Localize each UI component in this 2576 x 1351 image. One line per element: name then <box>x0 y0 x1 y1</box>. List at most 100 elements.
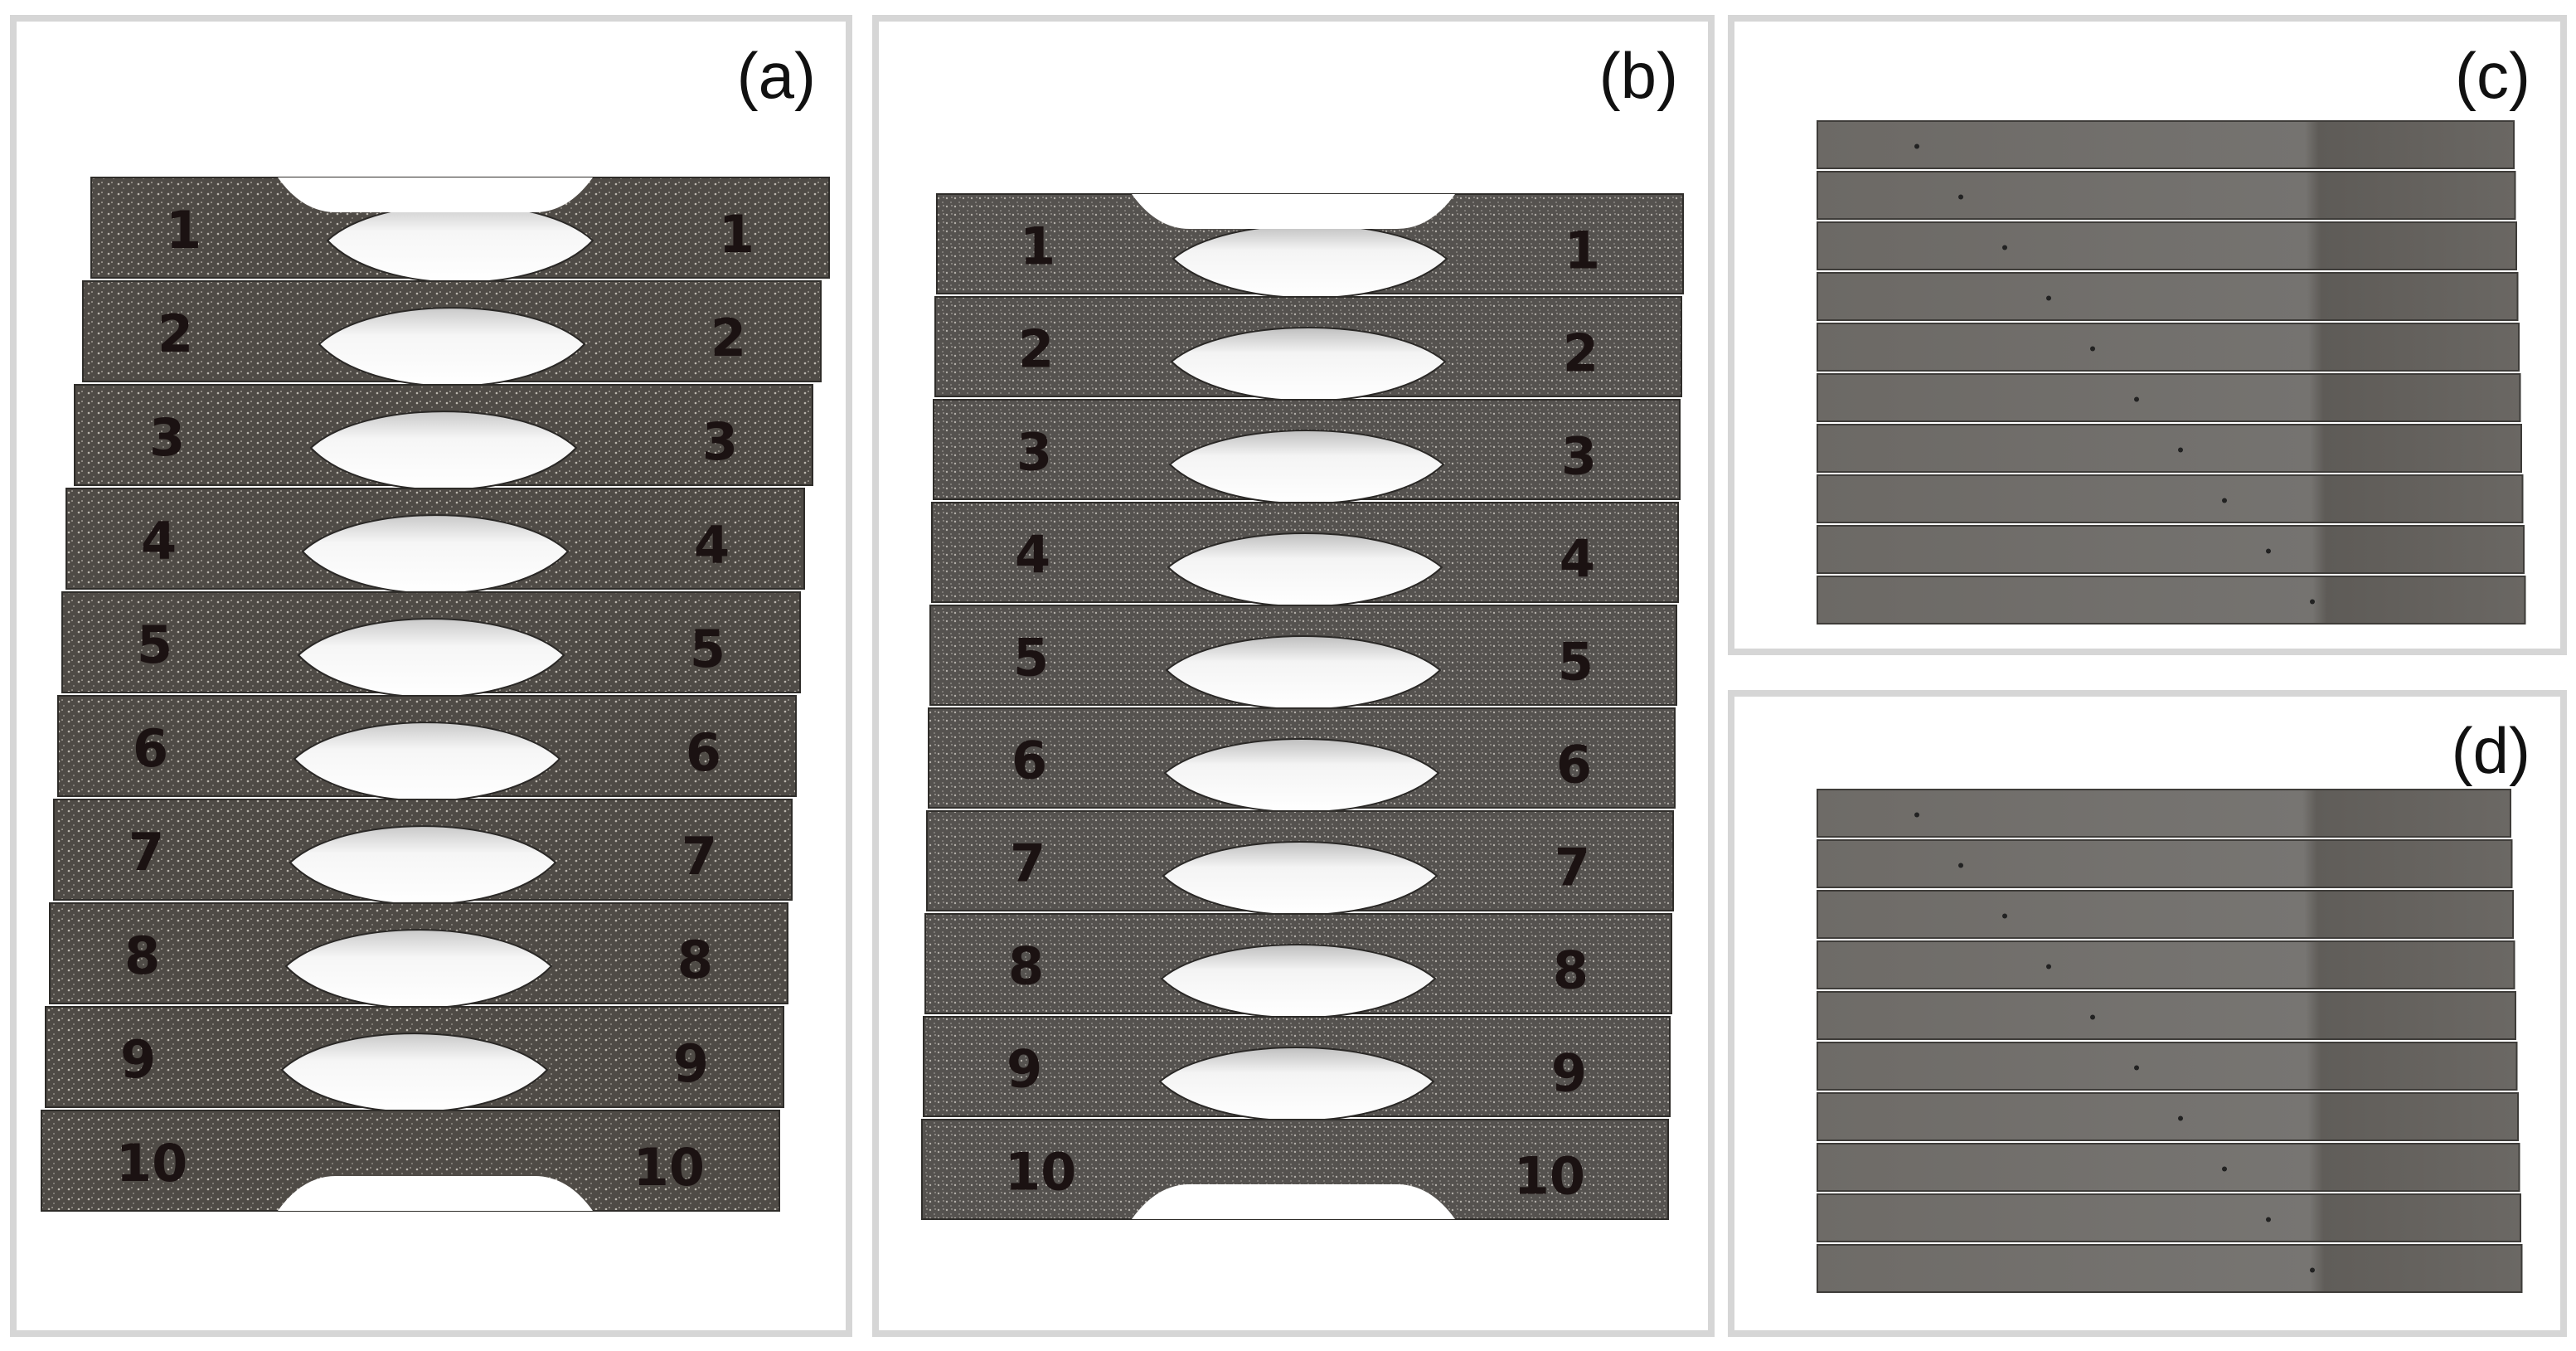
gauge-opening <box>1160 944 1437 1019</box>
specimen-number-left: 8 <box>124 926 160 986</box>
pore-dot <box>2046 295 2051 301</box>
specimen-number-left: 6 <box>133 718 168 779</box>
specimen-number-right: 7 <box>682 826 717 887</box>
specimen-number-left: 3 <box>1016 421 1052 482</box>
specimen-number-right: 6 <box>1556 734 1592 795</box>
bar-4 <box>1817 272 2519 321</box>
gauge-opening <box>309 411 578 491</box>
pore-dot <box>2090 1014 2095 1020</box>
pore-dot <box>2134 396 2139 402</box>
specimen-number-right: 1 <box>719 204 754 265</box>
gauge-opening <box>297 618 565 698</box>
panel-c: (c) <box>1728 15 2567 655</box>
gauge-opening <box>1163 738 1440 814</box>
pore-dot <box>2090 346 2095 352</box>
pore-dot <box>2222 498 2227 503</box>
pore-dot <box>2002 245 2007 250</box>
bar-6 <box>1817 373 2521 422</box>
bar-8 <box>1817 1143 2520 1192</box>
gauge-opening <box>1170 327 1447 402</box>
specimen-number-right: 9 <box>673 1033 709 1094</box>
gauge-opening <box>1172 224 1448 299</box>
bar-4 <box>1817 940 2515 989</box>
specimen-number-right: 2 <box>1563 323 1598 383</box>
bar-5 <box>1817 323 2520 372</box>
specimen-number-right: 4 <box>694 515 730 576</box>
specimen-number-left: 6 <box>1011 730 1047 790</box>
panel-label-a: (a) <box>736 39 816 112</box>
pore-dot <box>2310 599 2315 605</box>
pore-dot <box>1958 194 1963 200</box>
bar-6 <box>1817 1042 2518 1091</box>
specimen-number-right: 6 <box>686 722 721 783</box>
gauge-opening <box>1167 532 1443 608</box>
gauge-opening <box>1168 430 1445 505</box>
specimen-number-left: 3 <box>149 407 185 468</box>
panel-d: (d) <box>1728 690 2567 1337</box>
top-shoulder-notch <box>1132 194 1455 229</box>
bar-10 <box>1817 576 2526 624</box>
pore-dot <box>2222 1166 2227 1172</box>
specimen-number-right: 8 <box>677 930 713 990</box>
bar-stack-d <box>1817 789 2523 1293</box>
pore-dot <box>2310 1267 2315 1273</box>
specimen-number-left: 1 <box>1020 216 1055 276</box>
specimen-number-right: 3 <box>1561 425 1597 486</box>
specimen-number-left: 7 <box>1010 833 1045 893</box>
bar-5 <box>1817 991 2516 1040</box>
panel-c-bars <box>1817 120 2526 624</box>
specimen-number-left: 7 <box>129 822 164 882</box>
bar-1 <box>1817 120 2515 169</box>
panel-d-bars <box>1817 789 2523 1293</box>
bar-9 <box>1817 1193 2521 1242</box>
gauge-opening <box>280 1033 549 1113</box>
specimen-number-left: 4 <box>1015 524 1050 585</box>
specimen-number-right: 1 <box>1565 220 1600 280</box>
pore-dot <box>2178 447 2183 453</box>
bar-10 <box>1817 1244 2523 1293</box>
specimen-number-right: 8 <box>1553 940 1589 1000</box>
specimen-number-right: 4 <box>1560 528 1595 589</box>
bar-stack-c <box>1817 120 2526 624</box>
pore-dot <box>1914 143 1919 149</box>
specimen-number-left: 1 <box>166 200 201 260</box>
bar-9 <box>1817 525 2525 574</box>
gauge-opening <box>293 722 561 802</box>
bar-1 <box>1817 789 2511 838</box>
specimen-number-right: 7 <box>1555 837 1590 897</box>
bar-2 <box>1817 171 2516 220</box>
specimen-number-right: 10 <box>1514 1145 1585 1206</box>
specimen-number-left: 2 <box>1018 318 1054 379</box>
gauge-opening <box>301 514 570 595</box>
gauge-opening <box>1162 841 1438 916</box>
specimen-number-left: 10 <box>1005 1141 1076 1202</box>
specimen-number-right: 9 <box>1551 1042 1587 1103</box>
bar-8 <box>1817 474 2524 523</box>
pore-dot <box>1914 812 1919 818</box>
gauge-opening <box>318 307 586 387</box>
bar-7 <box>1817 424 2522 473</box>
specimen-number-right: 3 <box>702 411 738 472</box>
top-shoulder-notch <box>278 177 593 212</box>
pore-dot <box>2002 913 2007 919</box>
specimen-number-left: 4 <box>141 511 177 571</box>
panel-label-d: (d) <box>2451 714 2530 787</box>
specimen-number-left: 8 <box>1008 935 1044 996</box>
bottom-shoulder-notch <box>1132 1184 1455 1219</box>
